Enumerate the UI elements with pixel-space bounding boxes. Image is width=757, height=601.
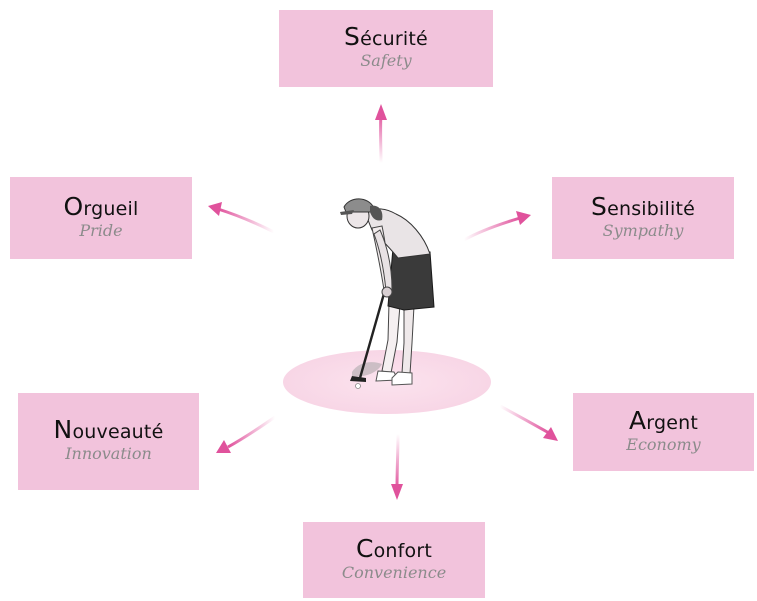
title-rest: ensibilité bbox=[607, 197, 696, 220]
arrow-icon bbox=[391, 433, 403, 500]
title-rest: onfort bbox=[373, 539, 433, 562]
title-rest: rgent bbox=[646, 411, 699, 434]
box-orgueil: Orgueil Pride bbox=[10, 177, 192, 259]
box-subtitle-sensibilite: Sympathy bbox=[602, 220, 684, 240]
box-subtitle-confort: Convenience bbox=[341, 562, 447, 582]
box-confort: Confort Convenience bbox=[303, 522, 485, 598]
box-argent: Argent Economy bbox=[573, 393, 754, 471]
box-title-nouveaute: Nouveauté bbox=[54, 417, 164, 443]
title-rest: rgueil bbox=[83, 197, 139, 220]
title-initial: C bbox=[355, 533, 374, 563]
title-initial: N bbox=[53, 415, 73, 444]
ground-ellipse bbox=[283, 350, 491, 414]
title-initial: A bbox=[628, 405, 647, 435]
title-initial: O bbox=[63, 191, 84, 221]
box-title-securite: Sécurité bbox=[344, 24, 428, 50]
title-rest: écurité bbox=[360, 28, 428, 50]
box-title-confort: Confort bbox=[356, 536, 433, 562]
box-sensibilite: Sensibilité Sympathy bbox=[552, 177, 734, 259]
box-title-orgueil: Orgueil bbox=[64, 194, 139, 220]
arrow-icon bbox=[463, 211, 531, 242]
golfer-putting-illustration bbox=[340, 198, 435, 389]
box-subtitle-nouveaute: Innovation bbox=[65, 444, 152, 463]
arrow-icon bbox=[499, 404, 558, 441]
box-title-argent: Argent bbox=[629, 408, 699, 434]
title-rest: ouveauté bbox=[72, 421, 164, 443]
arrow-icon bbox=[208, 202, 275, 234]
box-subtitle-argent: Economy bbox=[626, 434, 701, 454]
box-subtitle-orgueil: Pride bbox=[79, 220, 123, 240]
arrow-icon bbox=[216, 415, 276, 453]
box-securite: Sécurité Safety bbox=[279, 10, 493, 87]
title-initial: S bbox=[590, 191, 608, 221]
box-title-sensibilite: Sensibilité bbox=[591, 194, 696, 220]
box-nouveaute: Nouveauté Innovation bbox=[18, 393, 199, 490]
title-initial: S bbox=[344, 22, 361, 51]
box-subtitle-securite: Safety bbox=[360, 51, 412, 70]
arrow-icon bbox=[375, 104, 387, 164]
